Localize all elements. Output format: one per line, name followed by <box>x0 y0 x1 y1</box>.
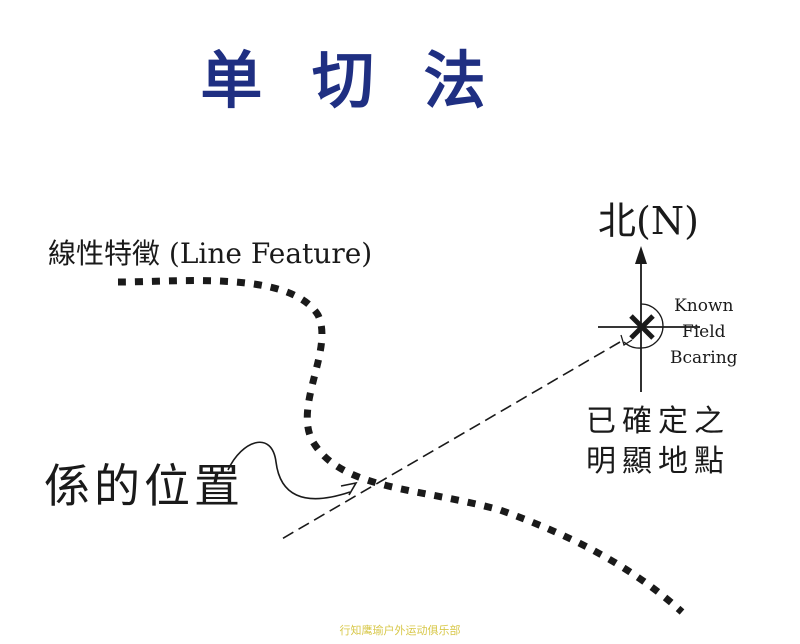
bearing-arc-arrowhead-icon <box>620 334 633 347</box>
north-arrow-icon <box>635 246 647 264</box>
position-pointer-arrow <box>227 441 351 500</box>
known-field-bearing-label: Known Field Bcaring <box>670 293 738 371</box>
known-point-label: 已確定之 明顯地點 <box>586 402 730 482</box>
bearing-label-line: Bcaring <box>670 348 738 368</box>
bearing-line <box>279 341 621 541</box>
bearing-arrowhead-icon <box>340 481 358 496</box>
footer-caption: 行知鹰瑜户外运动俱乐部 <box>339 624 461 637</box>
line-feature-path <box>117 277 685 615</box>
known-point-label-line: 已確定之 <box>586 404 730 439</box>
your-position-label: 係的位置 <box>44 459 244 513</box>
known-point-marker-icon <box>629 314 655 340</box>
known-point-label-line: 明顯地點 <box>586 444 730 479</box>
north-label: 北(N) <box>598 199 699 243</box>
bearing-label-line: Field <box>681 322 726 342</box>
bearing-label-line: Known <box>674 296 734 316</box>
line-feature-label: 線性特徵 (Line Feature) <box>48 237 373 270</box>
page-title: 单 切 法 <box>200 44 500 117</box>
bearing-arc-icon <box>623 303 664 349</box>
